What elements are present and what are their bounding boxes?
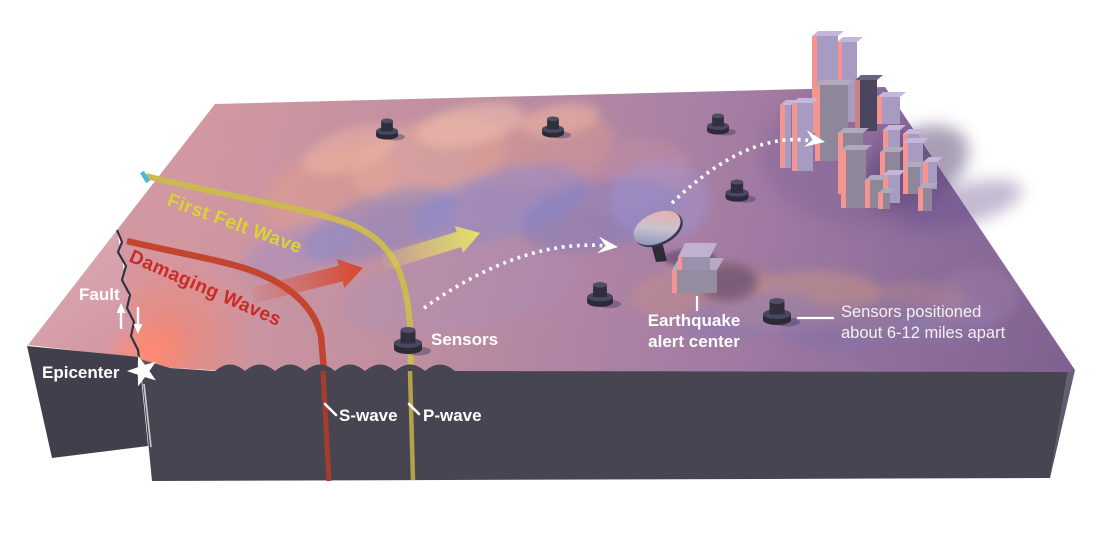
sensors-label: Sensors [431, 330, 498, 349]
epicenter-star-icon [127, 355, 156, 387]
building [841, 145, 872, 208]
footwall-front-face [27, 346, 148, 458]
sensor-icon [725, 179, 756, 203]
s-wave-arc [126, 237, 328, 372]
ground-block-right-face [1050, 370, 1075, 478]
sensor-icon [376, 118, 405, 141]
signal-arrowhead-icon [803, 130, 825, 147]
alert-center-label-line2: alert center [648, 332, 740, 351]
sensor-icon [587, 282, 622, 309]
s-wave-front-line [320, 370, 332, 482]
sensor-icon [707, 113, 736, 136]
sensor-note-line2: about 6-12 miles apart [841, 324, 1006, 342]
fault-label: Fault [79, 285, 120, 304]
footwall-block [27, 229, 157, 458]
sensor-note-line1: Sensors positioned [841, 303, 981, 321]
satellite-dish-icon [633, 210, 683, 248]
signal-arrowhead-icon [597, 236, 618, 254]
building [918, 183, 938, 211]
signal-arc-sensor-to-center [422, 243, 609, 310]
building [855, 75, 883, 131]
p-wave-front-line [407, 370, 416, 481]
epicenter-label: Epicenter [42, 363, 120, 382]
building [780, 100, 797, 168]
p-wave-label: P-wave [423, 406, 482, 425]
sensor-icon [763, 298, 800, 327]
earthquake-alert-center [633, 210, 758, 311]
alert-center-label-line1: Earthquake [648, 311, 741, 330]
signal-arc-center-to-city [670, 137, 813, 205]
building [877, 92, 906, 124]
damaging-waves-arrow-icon [250, 259, 363, 304]
alert-center-building [672, 243, 724, 293]
s-wave-tick [323, 402, 338, 417]
building [923, 157, 943, 189]
building [792, 98, 819, 171]
sensor-group [376, 113, 800, 356]
first-felt-wave-arrow-icon [380, 226, 480, 271]
sensor-icon [394, 327, 431, 356]
fault-trace-line [143, 383, 152, 448]
footwall-top [28, 230, 139, 358]
ground-block-front-face [140, 359, 1068, 481]
signal-paths [422, 130, 825, 310]
p-wave-tick [407, 402, 421, 416]
fault-down-arrow-icon [133, 307, 143, 334]
fault-crack [115, 229, 141, 359]
p-wave-arc [145, 173, 414, 372]
building [903, 162, 926, 194]
p-wave-start-tick-icon [140, 170, 150, 184]
city-buildings [780, 31, 943, 211]
building [878, 188, 896, 209]
fault-up-arrow-icon [116, 303, 126, 329]
sensor-icon [542, 116, 571, 139]
s-wave-label: S-wave [339, 406, 398, 425]
